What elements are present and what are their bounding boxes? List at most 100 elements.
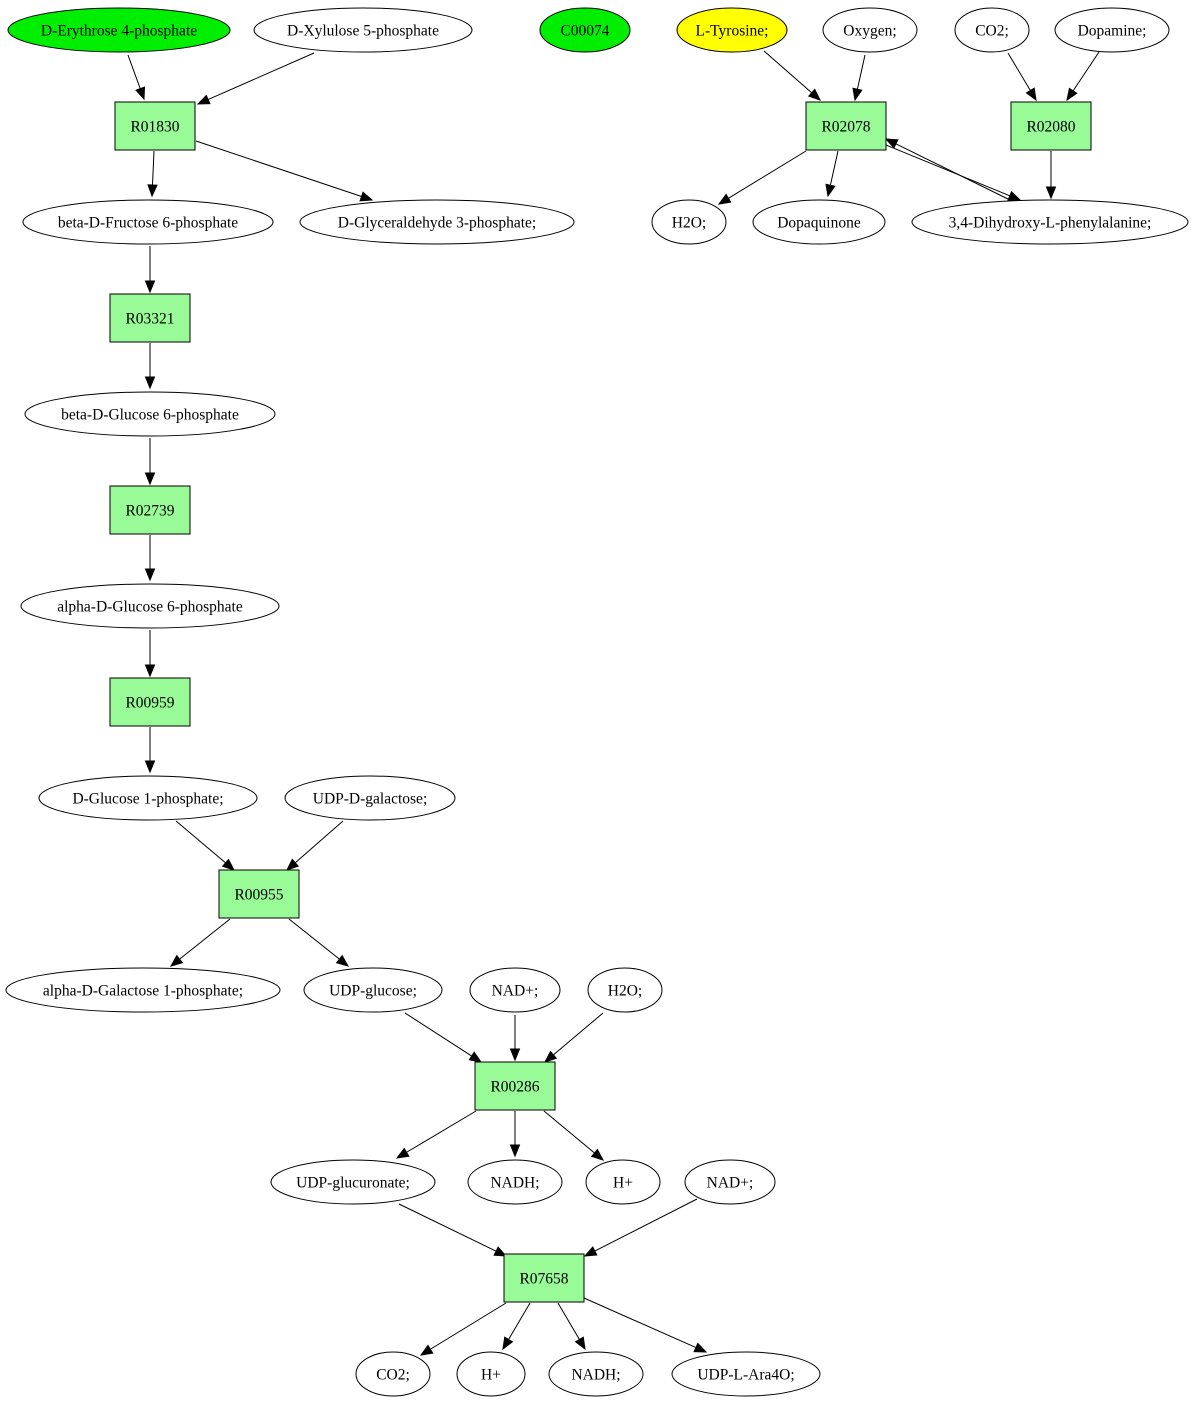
edge-line bbox=[583, 1297, 697, 1349]
edge-line bbox=[1072, 51, 1100, 92]
compound-ellipse bbox=[671, 1351, 821, 1397]
arrowhead bbox=[1066, 87, 1078, 102]
reaction-node-r03321[interactable]: R03321 bbox=[109, 293, 191, 343]
edge-tyr-to-r02078 bbox=[763, 50, 821, 101]
arrowhead bbox=[509, 1048, 521, 1062]
edge-r02078-to-dopa bbox=[885, 144, 1022, 201]
compound-node-g1p[interactable]: D-Glucose 1-phosphate; bbox=[38, 775, 258, 821]
node-label: R02739 bbox=[125, 503, 174, 520]
edge-r00286-to-nadh_mid bbox=[509, 1111, 521, 1158]
node-label: R01830 bbox=[130, 119, 179, 136]
node-label: alpha-D-Glucose 6-phosphate bbox=[57, 599, 243, 616]
compound-node-g3p[interactable]: D-Glyceraldehyde 3-phosphate; bbox=[299, 199, 575, 245]
compound-ellipse bbox=[467, 1159, 563, 1205]
node-label: Dopaquinone bbox=[777, 215, 861, 232]
arrowhead bbox=[335, 954, 350, 967]
compound-node-udpara[interactable]: UDP-L-Ara4O; bbox=[671, 1351, 821, 1397]
reaction-box bbox=[218, 869, 300, 919]
compound-node-nadh_mid[interactable]: NADH; bbox=[467, 1159, 563, 1205]
compound-node-dopaquinone[interactable]: Dopaquinone bbox=[752, 199, 886, 245]
compound-ellipse bbox=[1054, 7, 1170, 53]
compound-node-ag6p[interactable]: alpha-D-Glucose 6-phosphate bbox=[20, 583, 280, 629]
edge-r00286-to-hplus_mid bbox=[543, 1110, 605, 1161]
compound-node-nad_low[interactable]: NAD+; bbox=[684, 1159, 776, 1205]
arrowhead bbox=[502, 1336, 514, 1351]
compound-node-co2_bot[interactable]: CO2; bbox=[355, 1351, 431, 1397]
compound-node-xyl5p[interactable]: D-Xylulose 5-phosphate bbox=[253, 7, 473, 53]
compound-node-co2_top[interactable]: CO2; bbox=[954, 7, 1030, 53]
compound-node-hplus_mid[interactable]: H+ bbox=[585, 1159, 661, 1205]
compound-ellipse bbox=[911, 199, 1189, 245]
compound-node-tyr[interactable]: L-Tyrosine; bbox=[676, 7, 788, 53]
arrowhead bbox=[574, 1336, 586, 1351]
edge-line bbox=[728, 150, 807, 199]
reaction-box bbox=[109, 677, 191, 727]
compound-node-bf6p[interactable]: beta-D-Fructose 6-phosphate bbox=[22, 199, 274, 245]
compound-ellipse bbox=[752, 199, 886, 245]
edge-r02739-to-ag6p bbox=[144, 535, 156, 582]
node-label: R02078 bbox=[821, 119, 870, 136]
compound-node-udpgal[interactable]: UDP-D-galactose; bbox=[284, 775, 456, 821]
arrowhead bbox=[493, 1246, 508, 1257]
arrowhead bbox=[144, 376, 156, 390]
arrowhead bbox=[1025, 87, 1037, 102]
node-label: D-Xylulose 5-phosphate bbox=[287, 23, 439, 40]
compound-node-udpglcur[interactable]: UDP-glucuronate; bbox=[270, 1159, 436, 1205]
node-label: UDP-L-Ara4O; bbox=[697, 1367, 794, 1384]
compound-node-udpglc[interactable]: UDP-glucose; bbox=[303, 967, 443, 1013]
compound-ellipse bbox=[469, 967, 561, 1013]
compound-ellipse bbox=[548, 1351, 644, 1397]
edge-r00286-to-udpglcur bbox=[395, 1110, 477, 1159]
reaction-box bbox=[109, 485, 191, 535]
reaction-node-r07658[interactable]: R07658 bbox=[503, 1253, 585, 1303]
edge-xyl5p-to-r01830 bbox=[196, 52, 315, 105]
reaction-node-r00959[interactable]: R00959 bbox=[109, 677, 191, 727]
compound-node-h2o_top[interactable]: H2O; bbox=[651, 199, 727, 245]
edge-r07658-to-hplus_bot bbox=[502, 1302, 531, 1351]
compound-node-bg6p[interactable]: beta-D-Glucose 6-phosphate bbox=[24, 391, 276, 437]
edge-line bbox=[763, 50, 813, 94]
arrowhead bbox=[852, 87, 863, 102]
arrowhead bbox=[693, 1342, 708, 1353]
node-label: alpha-D-Galactose 1-phosphate; bbox=[43, 983, 243, 1000]
compound-node-hplus_bot[interactable]: H+ bbox=[456, 1351, 526, 1397]
node-label: NADH; bbox=[571, 1367, 620, 1384]
reaction-node-r00286[interactable]: R00286 bbox=[474, 1061, 556, 1111]
compound-node-dopa[interactable]: 3,4-Dihydroxy-L-phenylalanine; bbox=[911, 199, 1189, 245]
reaction-box bbox=[109, 293, 191, 343]
edge-line bbox=[406, 1110, 477, 1153]
node-label: NAD+; bbox=[492, 983, 539, 1000]
compound-node-oxygen[interactable]: Oxygen; bbox=[822, 7, 918, 53]
compound-node-agal1p[interactable]: alpha-D-Galactose 1-phosphate; bbox=[5, 967, 281, 1013]
compound-node-ery4p[interactable]: D-Erythrose 4-phosphate bbox=[7, 7, 231, 53]
arrowhead bbox=[169, 954, 184, 967]
node-label: 3,4-Dihydroxy-L-phenylalanine; bbox=[949, 215, 1152, 232]
reaction-node-r02739[interactable]: R02739 bbox=[109, 485, 191, 535]
reaction-node-r01830[interactable]: R01830 bbox=[114, 101, 196, 151]
arrowhead bbox=[196, 94, 211, 105]
arrowhead bbox=[221, 858, 236, 871]
reaction-node-r02078[interactable]: R02078 bbox=[805, 101, 887, 151]
edge-udpgal-to-r00955 bbox=[286, 820, 344, 871]
compound-ellipse bbox=[38, 775, 258, 821]
reaction-node-r00955[interactable]: R00955 bbox=[218, 869, 300, 919]
edge-h2o_mid-to-r00286 bbox=[543, 1012, 604, 1063]
edge-r00959-to-g1p bbox=[144, 727, 156, 774]
edge-line bbox=[288, 918, 340, 960]
compound-node-dopamine[interactable]: Dopamine; bbox=[1054, 7, 1170, 53]
edge-bf6p-to-r03321 bbox=[144, 246, 156, 294]
compound-node-h2o_mid[interactable]: H2O; bbox=[587, 967, 663, 1013]
edge-line bbox=[175, 820, 226, 864]
edge-line bbox=[553, 1012, 604, 1056]
edge-line bbox=[294, 820, 344, 864]
reaction-node-r02080[interactable]: R02080 bbox=[1010, 101, 1092, 151]
compound-ellipse bbox=[5, 967, 281, 1013]
edge-line bbox=[557, 1302, 580, 1340]
compound-ellipse bbox=[676, 7, 788, 53]
compound-node-nad_mid[interactable]: NAD+; bbox=[469, 967, 561, 1013]
arrowhead bbox=[543, 1050, 558, 1063]
compound-node-nadh_bot[interactable]: NADH; bbox=[548, 1351, 644, 1397]
compound-node-c00074[interactable]: C00074 bbox=[539, 7, 631, 53]
node-label: L-Tyrosine; bbox=[696, 23, 769, 40]
edge-r02078-to-h2o_top bbox=[717, 150, 807, 205]
